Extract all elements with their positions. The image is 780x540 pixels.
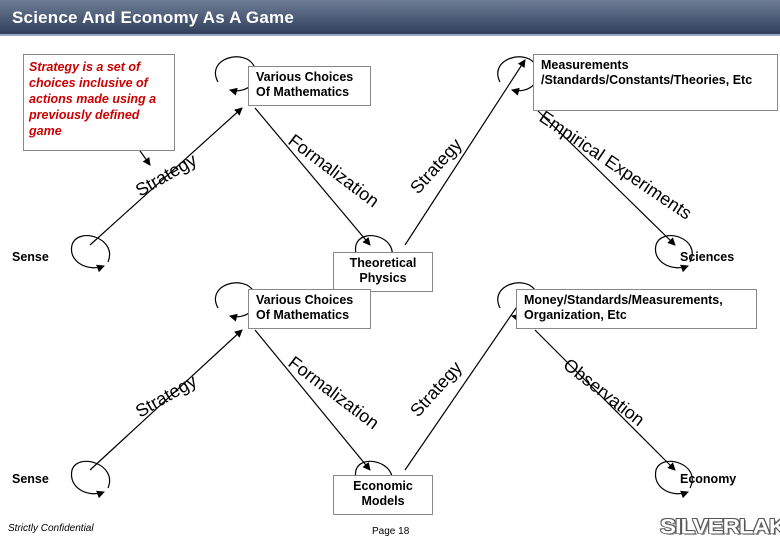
label-observation: Observation	[560, 354, 649, 430]
strategy-definition-box: Strategy is a set of choices inclusive o…	[23, 54, 175, 151]
node-sense-bottom: Sense	[12, 472, 49, 486]
edge-math-to-physics-top	[254, 107, 371, 246]
confidential-note: Strictly Confidential	[8, 523, 94, 534]
loop-sense-bottom	[70, 460, 111, 499]
edge-sense-to-math-bottom	[89, 329, 243, 471]
label-formalization-top: Formalization	[285, 130, 383, 211]
title-rule	[0, 34, 780, 36]
node-economy: Economy	[680, 472, 737, 486]
loop-economy	[654, 460, 693, 499]
page-number: Page 18	[372, 526, 410, 537]
edge-models-to-money	[404, 294, 526, 471]
node-sciences: Sciences	[680, 250, 735, 264]
slide-title: Science And Economy As A Game	[12, 8, 294, 27]
silverlake-logo: SILVERLAKE	[660, 514, 780, 539]
edge-physics-to-measure	[404, 59, 526, 246]
label-strategy-bottom-left: Strategy	[132, 371, 200, 422]
node-mathematics-bottom: Various Choices Of Mathematics	[248, 289, 371, 329]
loop-sense-top	[70, 235, 111, 273]
node-economic-models: Economic Models	[333, 475, 433, 515]
edge-measure-to-sciences	[534, 107, 676, 246]
loop-sciences	[654, 235, 693, 273]
label-formalization-bottom: Formalization	[285, 352, 383, 433]
label-strategy-top-left: Strategy	[132, 150, 200, 201]
edge-money-to-economy	[534, 329, 676, 471]
edge-sense-to-math-top	[89, 107, 243, 246]
node-measurements: Measurements /Standards/Constants/Theori…	[533, 54, 778, 111]
label-empirical-experiments: Empirical Experiments	[536, 107, 696, 224]
edge-math-to-models	[254, 329, 371, 471]
title-bar: Science And Economy As A Game	[0, 0, 780, 36]
node-sense-top: Sense	[12, 250, 49, 264]
node-theoretical-physics: Theoretical Physics	[333, 252, 433, 292]
node-money: Money/Standards/Measurements, Organizati…	[516, 289, 757, 329]
loop-math-top	[215, 56, 257, 96]
node-mathematics-top: Various Choices Of Mathematics	[248, 66, 371, 106]
label-strategy-bottom-mid: Strategy	[406, 357, 466, 420]
